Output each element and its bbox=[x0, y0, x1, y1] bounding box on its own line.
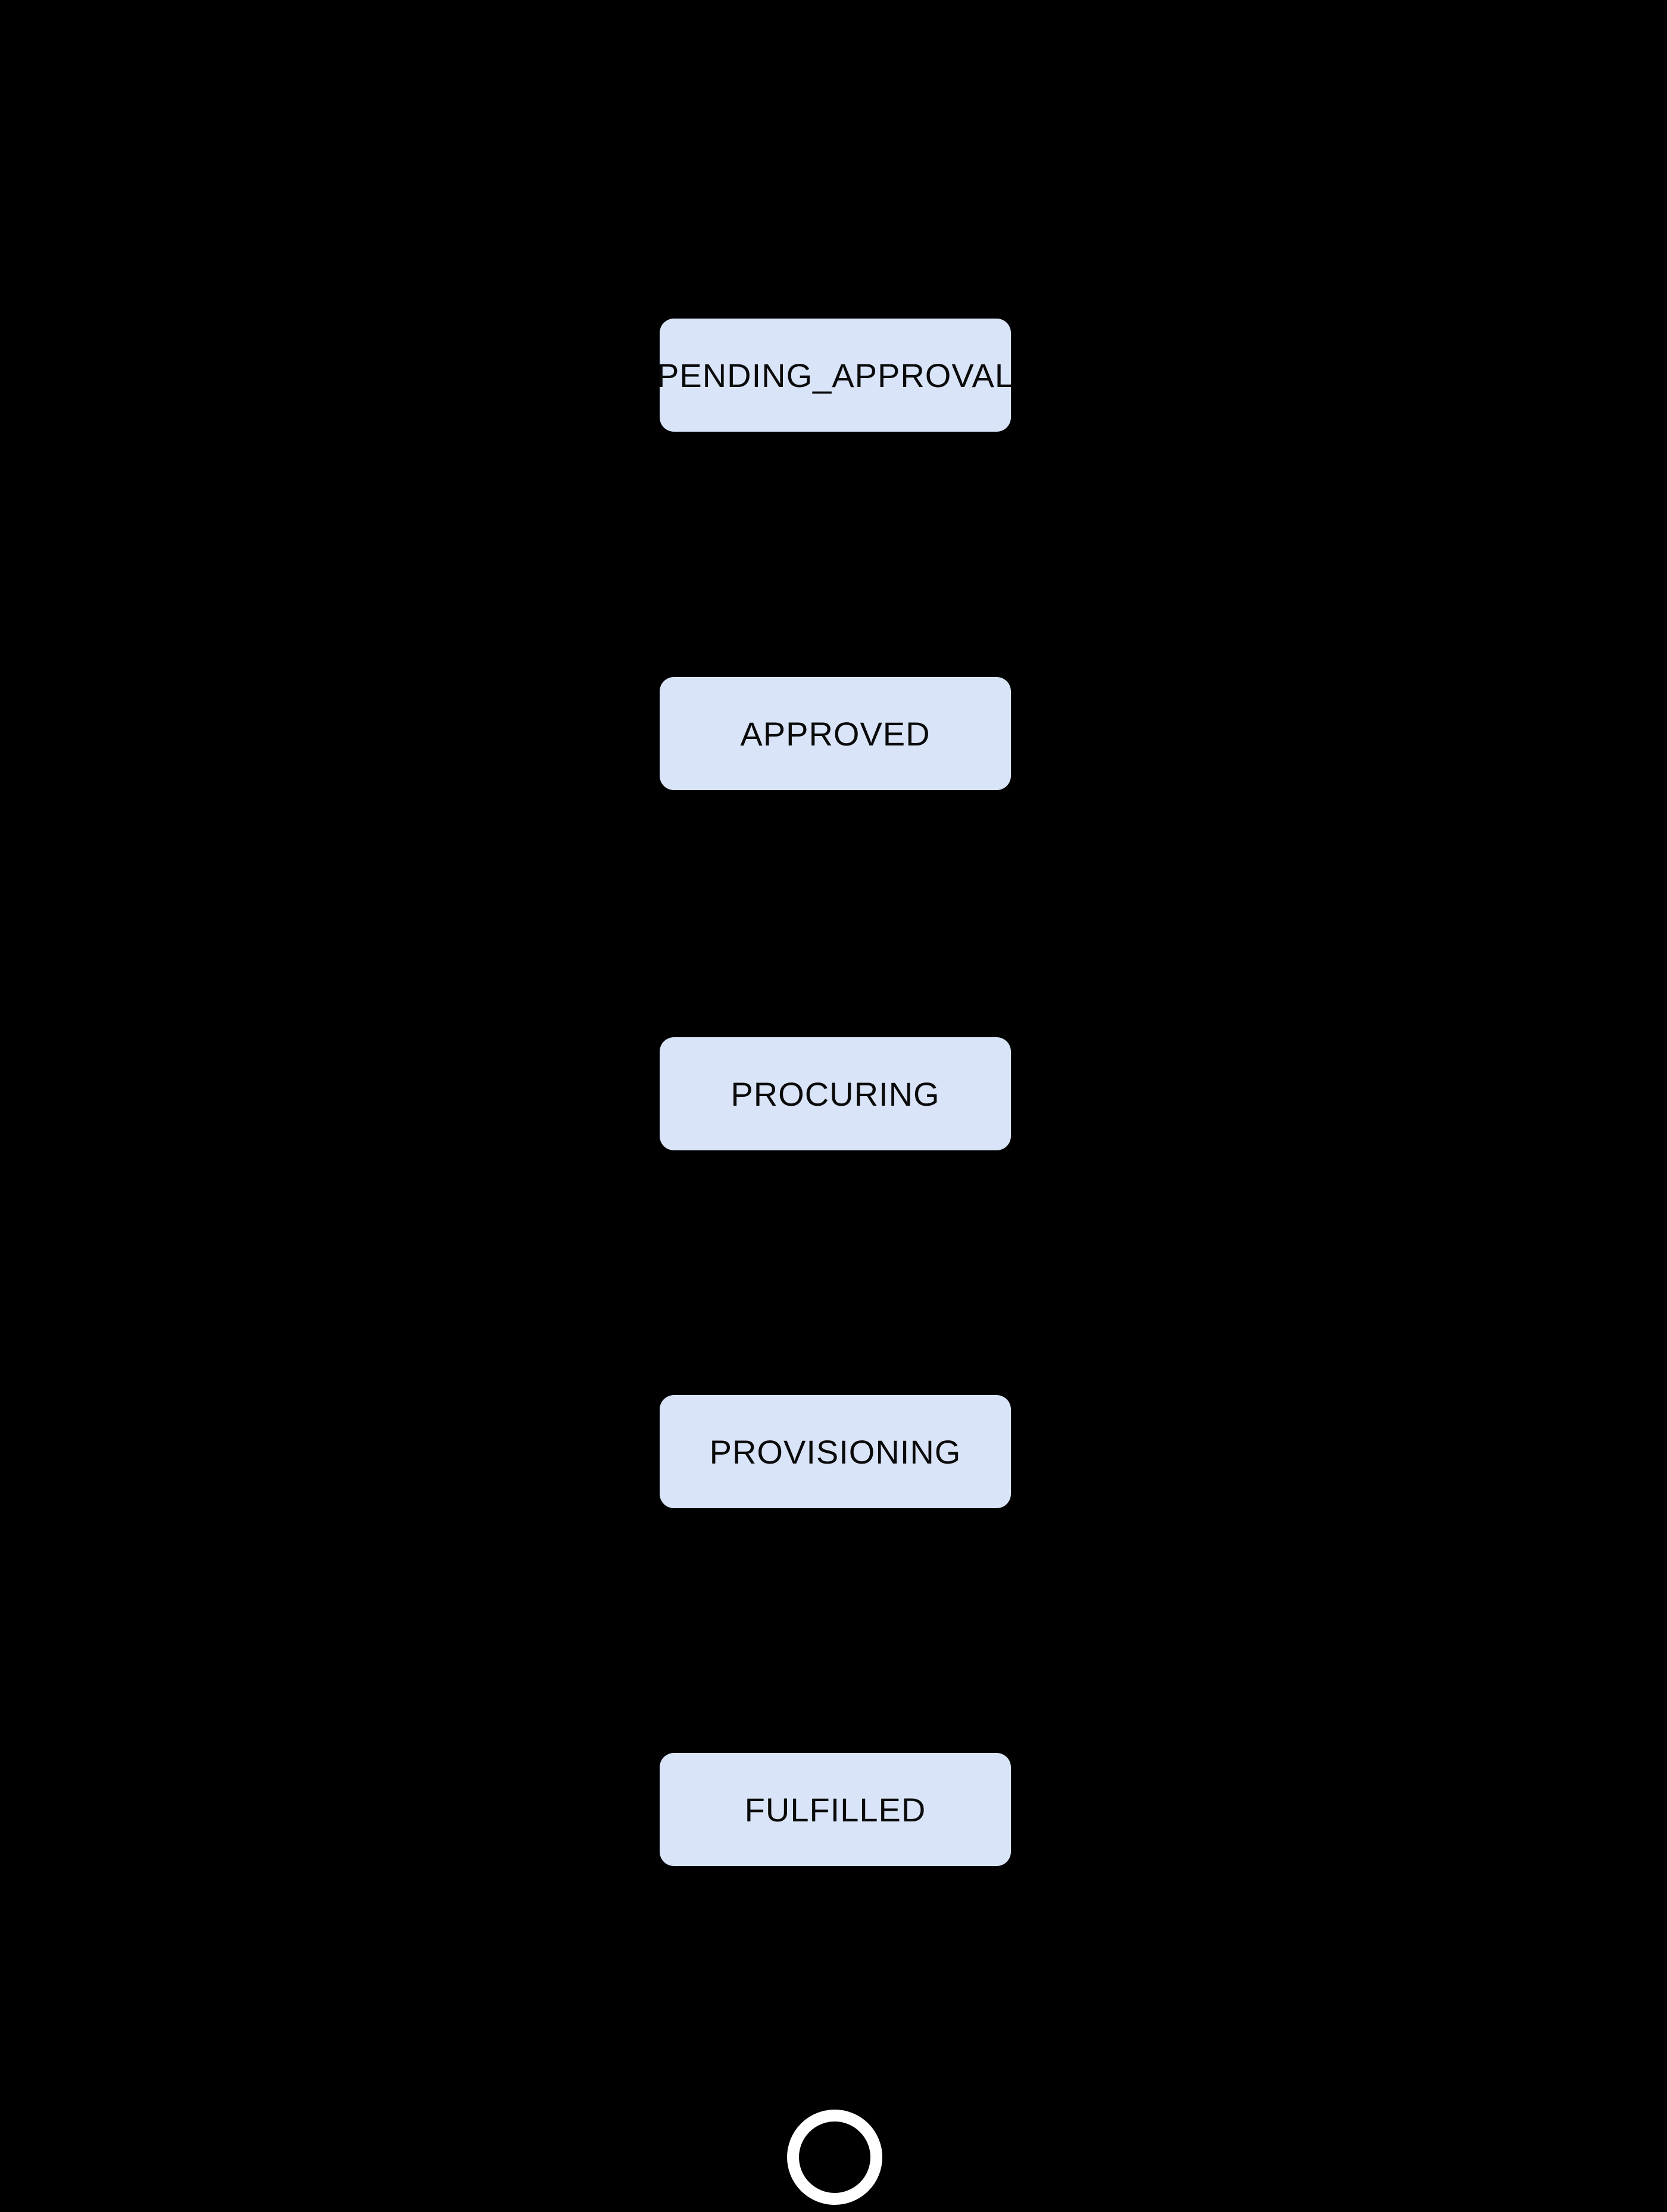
state-node-fulfilled: FULFILLED bbox=[660, 1753, 1011, 1866]
state-label-fulfilled: FULFILLED bbox=[744, 1790, 926, 1829]
state-label-procuring: PROCURING bbox=[731, 1075, 940, 1113]
state-label-pending-approval: PENDING_APPROVAL bbox=[656, 356, 1014, 394]
state-label-approved: APPROVED bbox=[740, 715, 931, 753]
state-node-pending-approval: PENDING_APPROVAL bbox=[656, 319, 1014, 432]
state-node-procuring: PROCURING bbox=[660, 1037, 1011, 1150]
state-label-provisioning: PROVISIONING bbox=[709, 1433, 962, 1471]
final-state-ring-icon bbox=[787, 2110, 882, 2205]
state-node-provisioning: PROVISIONING bbox=[660, 1395, 1011, 1508]
state-node-approved: APPROVED bbox=[660, 677, 1011, 790]
